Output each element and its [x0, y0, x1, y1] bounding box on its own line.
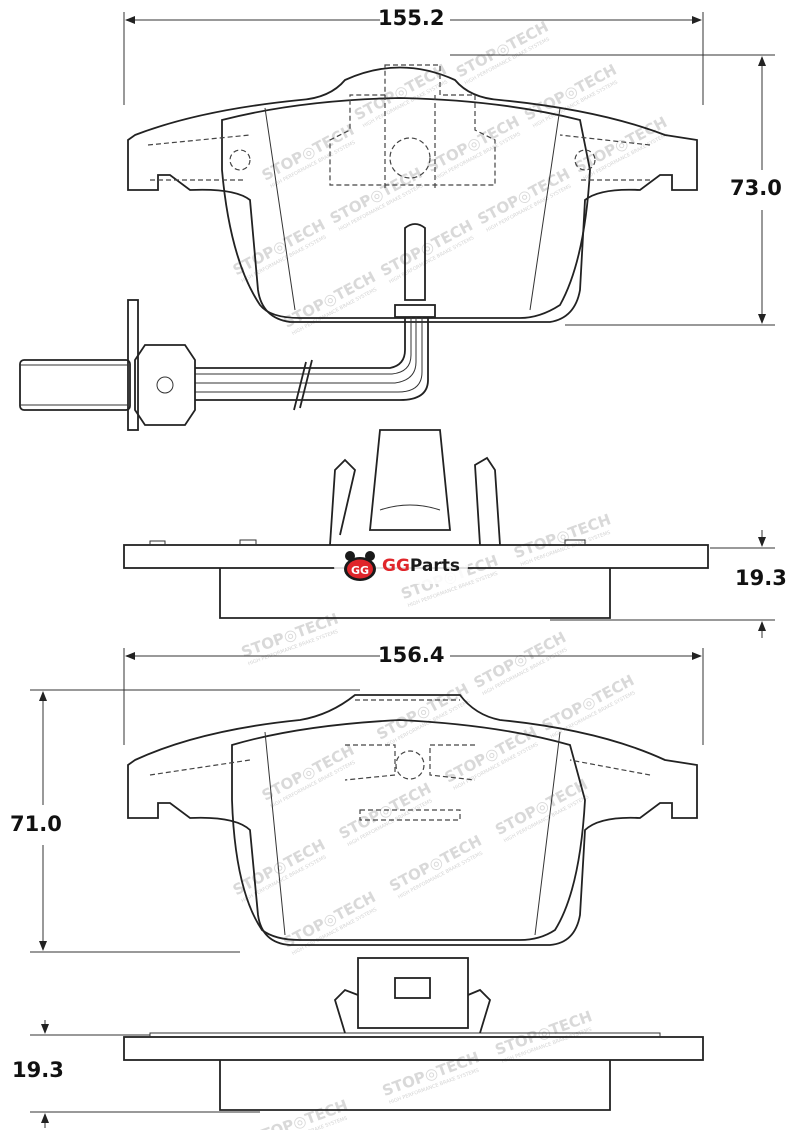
- svg-text:GG: GG: [351, 564, 369, 577]
- bottom-width-dimension: 156.4: [378, 643, 445, 667]
- top-width-dimension: 155.2: [378, 6, 445, 30]
- bottom-thickness-dimension: 19.3: [12, 1058, 64, 1082]
- dimension-lines: [30, 12, 775, 1128]
- logo-text-gg: GG: [382, 556, 410, 576]
- bottom-height-dimension: 71.0: [10, 812, 62, 836]
- logo-text-parts: Parts: [409, 556, 461, 576]
- bottom-pad-side-view: [123, 957, 704, 1111]
- top-thickness-dimension: 19.3: [735, 566, 787, 590]
- top-pad-front-view: [127, 64, 698, 323]
- wear-sensor: [19, 299, 436, 431]
- top-height-dimension: 73.0: [730, 176, 782, 200]
- bottom-pad-front-view: [127, 694, 698, 946]
- ggparts-mascot-icon: GG: [344, 551, 376, 581]
